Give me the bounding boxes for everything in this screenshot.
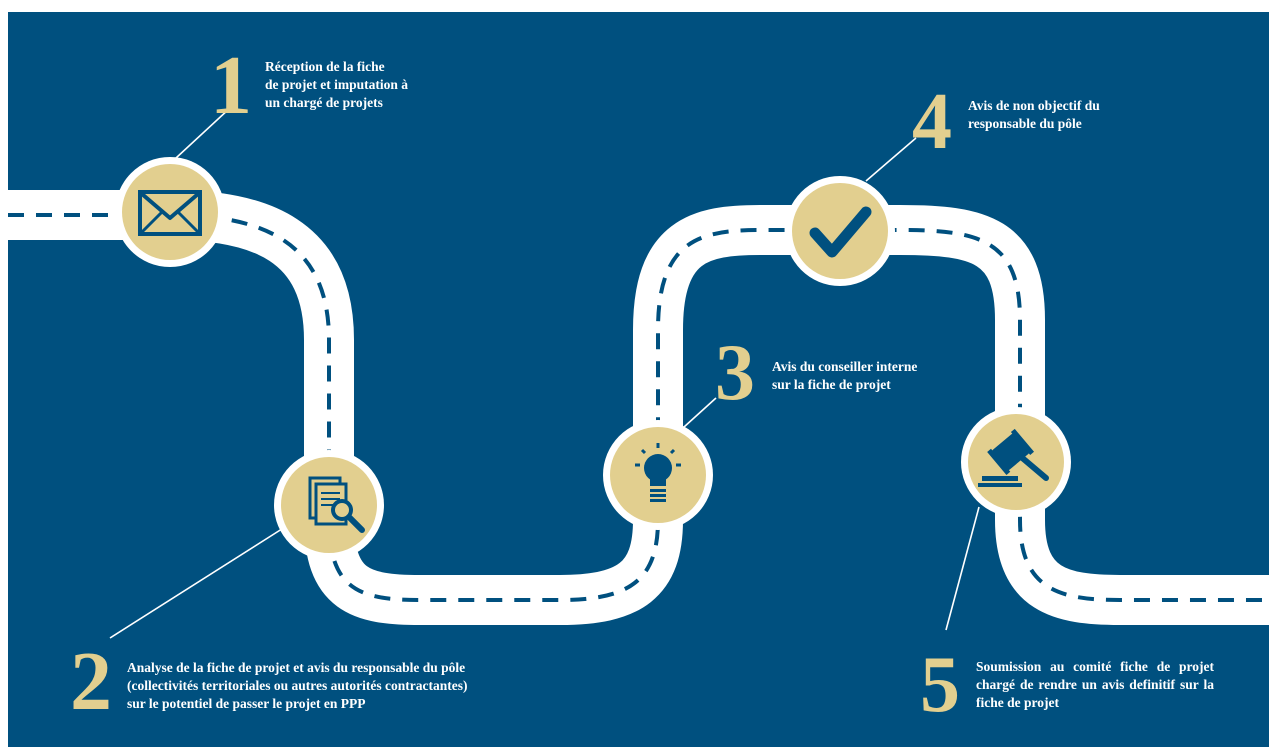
step-2-number: 2 [70,635,112,728]
step-3-marker [603,420,713,530]
step-3-text: Avis du conseiller interne sur la fiche … [772,359,918,392]
checkmark-icon [809,206,872,258]
road [8,190,1269,625]
gavel-icon [978,428,1049,487]
leader-line-5 [945,506,980,631]
envelope-icon [138,190,202,236]
step-2-marker [274,450,384,560]
step-1-marker [115,157,225,267]
step-5-marker [961,407,1071,517]
leader-line-3 [683,397,717,428]
lightbulb-icon [635,443,681,502]
step-4-number: 4 [912,78,952,166]
leader-line-1 [175,107,231,159]
step-4-marker [785,176,895,286]
step-5-number: 5 [920,641,960,729]
leader-line-2 [109,526,286,639]
step-4-text: Avis de non objectif du responsable du p… [968,98,1100,131]
step-2-text: Analyse de la fiche de projet et avis du… [127,660,468,711]
document-search-icon [308,476,365,533]
step-3-number: 3 [715,329,755,417]
leader-line-4 [865,137,917,182]
step-5-text: Soumission au comité fiche de projet cha… [976,659,1214,710]
step-1-number: 1 [210,39,252,132]
step-1-text: Réception de la fiche de projet et imput… [265,59,408,110]
